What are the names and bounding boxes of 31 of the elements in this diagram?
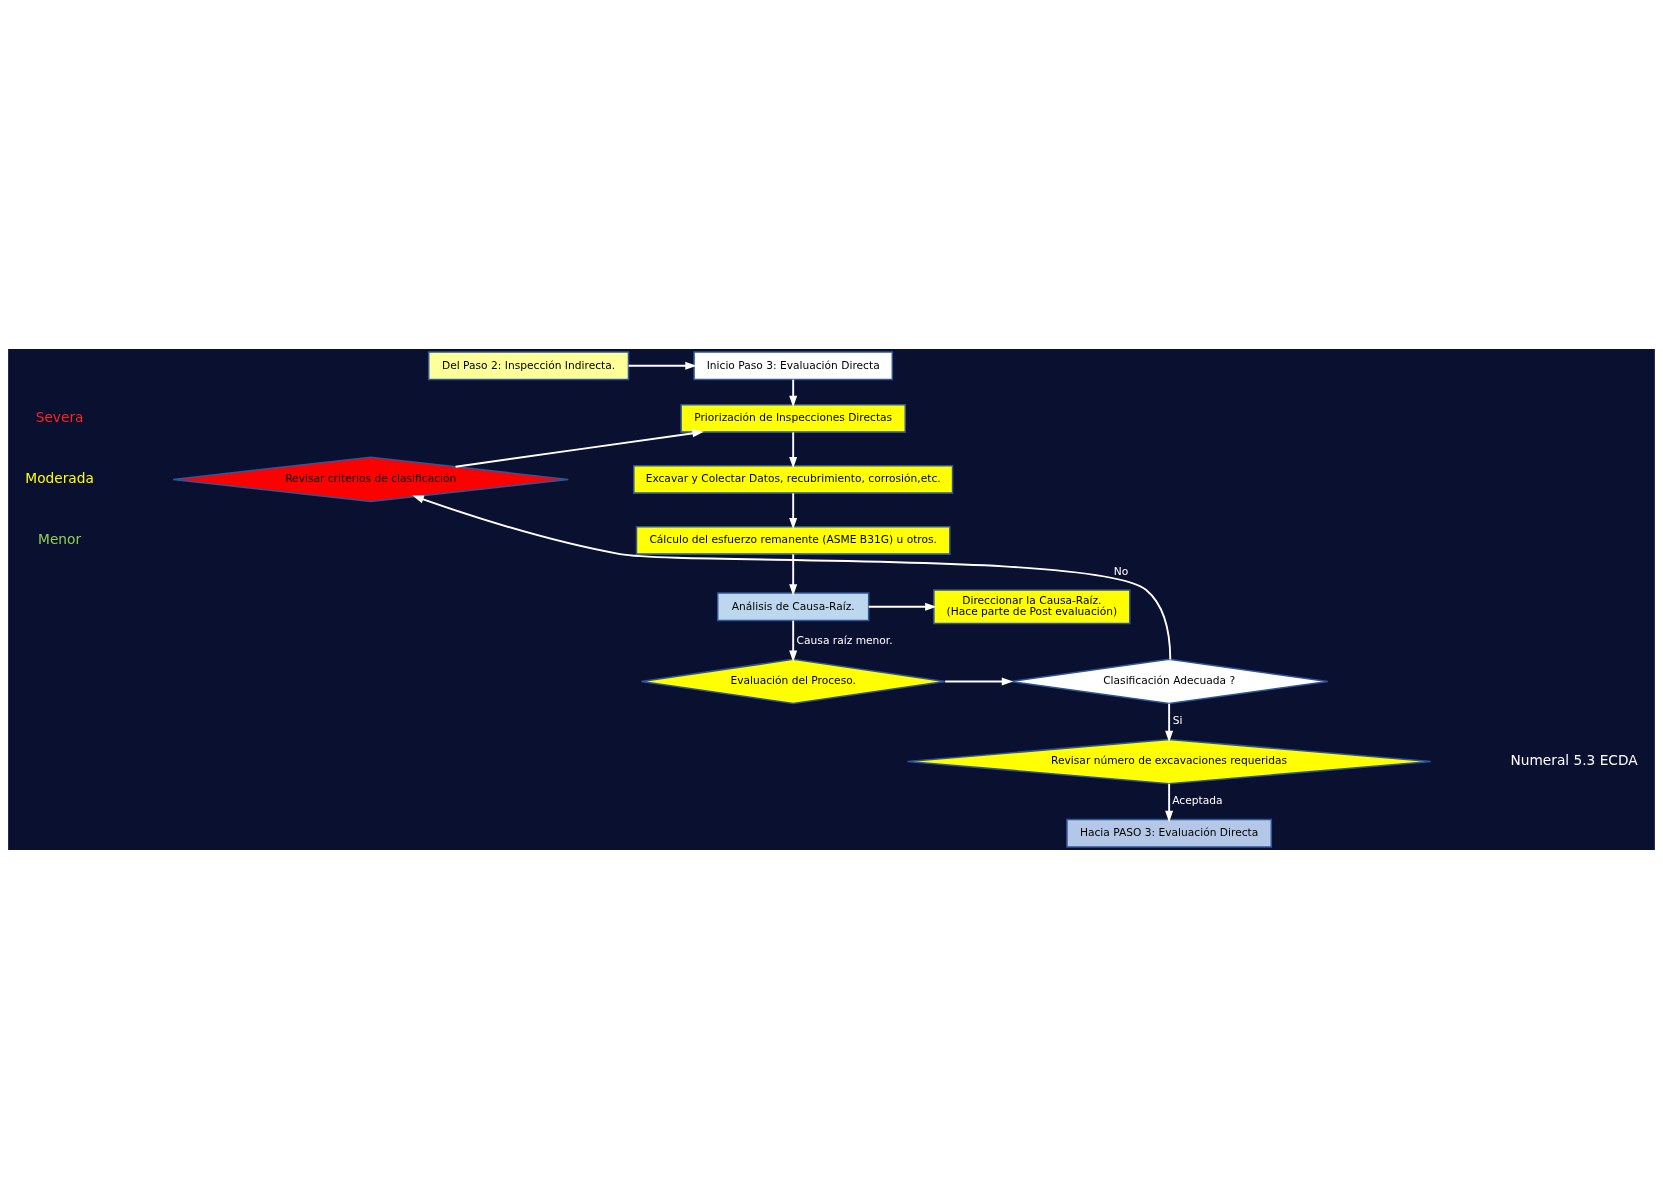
node-box: Análisis de Causa-Raíz.	[716, 591, 870, 621]
arrow	[789, 552, 798, 596]
edge-label: No	[1113, 564, 1129, 578]
arrow	[412, 495, 1172, 660]
arrow	[944, 676, 1014, 685]
arrow	[789, 619, 798, 662]
arrow	[454, 428, 704, 468]
node-box: Cálculo del esfuerzo remanente (ASME B31G) u otros.	[635, 525, 951, 555]
label: Severa	[35, 408, 84, 425]
node-box: Del Paso 2: Inspección Indirecta.	[427, 350, 630, 380]
label: Menor	[38, 530, 82, 547]
edge-label: Causa raíz menor.	[796, 633, 893, 647]
node-box: Inicio Paso 3: Evaluación Directa	[693, 350, 894, 380]
node-box: Hacia PASO 3: Evaluación Directa	[1066, 818, 1273, 848]
edge-label: Si	[1172, 713, 1183, 727]
node-diamond: Clasificación Adecuada ?	[1009, 658, 1329, 704]
node-diamond: Revisar número de excavaciones requeridas	[906, 738, 1432, 784]
node-diamond: Evaluación del Proceso.	[640, 658, 946, 704]
arrow	[789, 378, 798, 407]
label: Moderada	[25, 469, 94, 486]
label: Numeral 5.3 ECDA	[1510, 751, 1638, 768]
node-box: Excavar y Colectar Datos, recubrimiento, corrosión,etc.	[633, 464, 954, 494]
node-box: Priorización de Inspecciones Directas	[680, 403, 907, 433]
edge-label: Aceptada	[1172, 793, 1223, 807]
arrow	[1165, 782, 1174, 822]
arrow	[789, 491, 798, 529]
arrow	[627, 361, 697, 370]
node-box: Direccionar la Causa-Raíz. (Hace parte de Post evaluación)	[933, 588, 1131, 624]
arrow	[867, 602, 937, 611]
arrow	[789, 430, 798, 468]
arrow	[1165, 702, 1174, 742]
